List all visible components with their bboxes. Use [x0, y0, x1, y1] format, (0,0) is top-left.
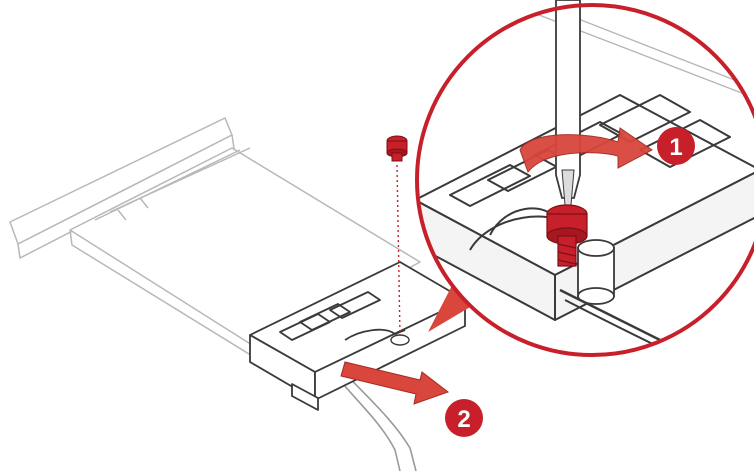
screw-guide-line: [396, 164, 401, 337]
screw-post: [390, 334, 410, 346]
straight-arrow-icon: [340, 361, 450, 405]
zoom-detail: 1: [415, 0, 754, 357]
step-2-badge: 2: [445, 399, 483, 437]
step-1-badge: 1: [657, 127, 695, 165]
step-1-number: 1: [669, 134, 682, 161]
removed-screw-icon: [386, 135, 408, 162]
zoom-ring: [415, 3, 754, 357]
zoom-screw-icon: [546, 204, 588, 267]
screwdriver-icon: [555, 0, 581, 206]
step-2-number: 2: [457, 406, 470, 433]
curved-arrow-icon: [519, 127, 653, 174]
